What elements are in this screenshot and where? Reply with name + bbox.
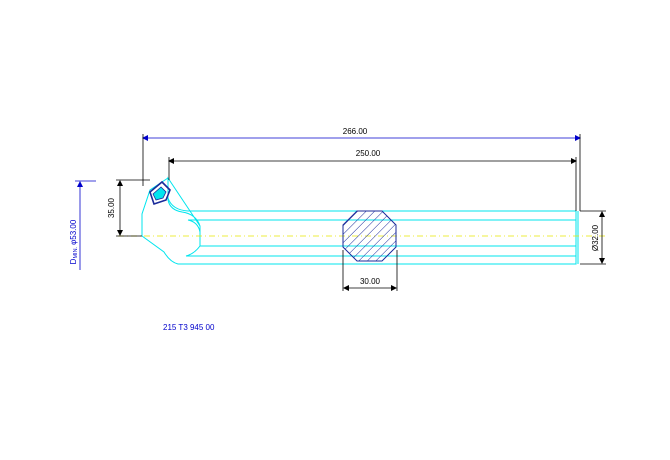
- dim-overall-length: 266.00: [142, 127, 581, 211]
- bar-body-outline: [167, 176, 201, 246]
- neck-curve: [185, 219, 201, 257]
- dim-head-offset: 35.00: [107, 179, 150, 237]
- head-front-edge: [141, 177, 169, 236]
- part-number: 215 T3 945 00: [163, 323, 215, 332]
- min-bore-label: DMIN.φ53.00: [69, 219, 79, 264]
- section-width-label: 30.00: [360, 277, 381, 286]
- dim-shank-diameter: Ø32.00: [580, 210, 606, 265]
- dim-min-bore: DMIN.φ53.00: [69, 180, 96, 270]
- dim-insert-length: 250.00: [168, 149, 577, 211]
- shank-diameter-label: Ø32.00: [591, 224, 600, 251]
- cutting-insert: [149, 180, 171, 206]
- dim-section-width: 30.00: [342, 250, 398, 291]
- bar-main-outline: [141, 197, 577, 265]
- cross-section: [342, 210, 397, 262]
- overall-length-label: 266.00: [343, 127, 368, 136]
- insert-length-label: 250.00: [356, 149, 381, 158]
- head-offset-label: 35.00: [107, 197, 116, 218]
